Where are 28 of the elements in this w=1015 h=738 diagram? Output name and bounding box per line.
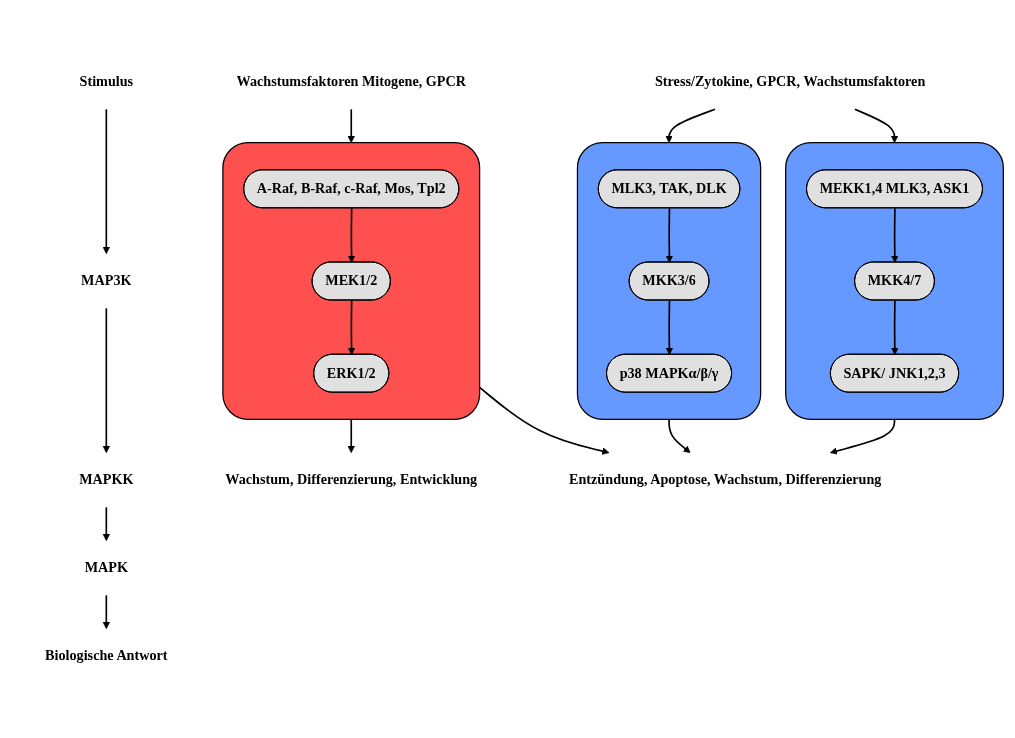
arrow (829, 418, 896, 455)
arrow (665, 108, 716, 143)
arrow (102, 307, 110, 453)
arrow (891, 299, 899, 355)
node-text: Biologische Antwort (45, 647, 168, 664)
arrow (665, 299, 674, 355)
cluster (222, 142, 481, 420)
arrow (854, 108, 899, 143)
node-text: Stress/Zytokine, GPCR, Wachstumsfaktoren (654, 73, 926, 90)
cluster (785, 142, 1004, 420)
node-text: Stimulus (79, 73, 134, 90)
arrow (665, 207, 674, 263)
arrow (347, 207, 356, 263)
node-text: MAPK (84, 559, 128, 576)
node-text: MAPKK (79, 471, 134, 488)
arrow (668, 418, 691, 453)
node-text: MAP3K (81, 272, 132, 289)
node-text: Entzündung, Apoptose, Wachstum, Differenzierung (568, 471, 882, 488)
arrow (102, 506, 110, 541)
node-text: Wachstum, Differenzierung, Entwicklung (225, 471, 478, 488)
arrow (347, 299, 356, 355)
arrow (891, 207, 899, 263)
arrow (102, 594, 110, 630)
node-text: Wachstumsfaktoren Mitogene, GPCR (236, 73, 466, 90)
cluster (576, 142, 762, 420)
arrow (347, 108, 355, 143)
arrow (347, 418, 355, 453)
arrow (102, 108, 110, 254)
